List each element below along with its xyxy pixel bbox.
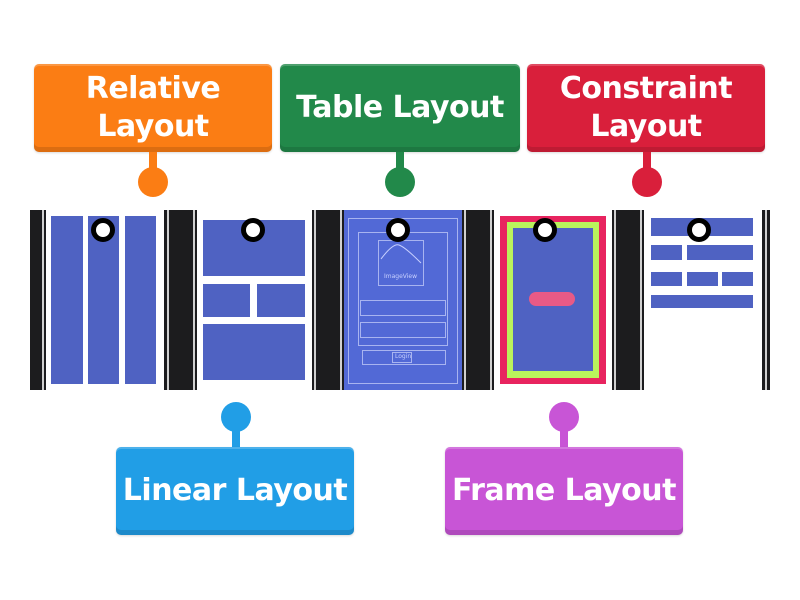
login-text: Login <box>395 353 412 360</box>
drop-target-2[interactable] <box>241 218 265 242</box>
label-table-text: Table Layout <box>296 90 504 125</box>
frame-pill-button <box>529 292 575 306</box>
frame-stem <box>560 425 568 449</box>
constraint-stem <box>643 152 651 174</box>
phone-edge <box>614 210 616 390</box>
label-frame-layout[interactable]: Frame Layout <box>445 447 683 535</box>
row-block <box>651 272 682 286</box>
phone-edge <box>490 210 492 390</box>
label-constraint-line1: Constraint <box>559 71 733 106</box>
row-block <box>651 295 753 308</box>
row-block <box>722 272 753 286</box>
imageview-box: ImageView <box>378 240 424 286</box>
drop-target-1[interactable] <box>91 218 115 242</box>
label-relative-line1: Relative <box>85 71 221 106</box>
phone-edge <box>640 210 642 390</box>
label-linear-layout[interactable]: Linear Layout <box>116 447 354 535</box>
phone-edge <box>765 210 767 390</box>
panel-blueprint: ImageView Login <box>344 210 462 390</box>
row-block <box>651 245 682 260</box>
constraint-pin[interactable] <box>632 167 662 197</box>
relative-stem <box>149 152 157 174</box>
label-constraint-line2: Layout <box>590 109 702 144</box>
curve-icon <box>380 244 422 264</box>
login-row <box>362 350 446 365</box>
table-stem <box>396 152 404 174</box>
label-frame-text: Frame Layout <box>452 473 676 508</box>
imageview-text: ImageView <box>384 273 418 280</box>
phone-edge <box>464 210 466 390</box>
linear-stem <box>232 425 240 449</box>
phone-edge <box>193 210 195 390</box>
label-linear-text: Linear Layout <box>122 473 348 508</box>
phone-edge <box>167 210 169 390</box>
column-block <box>125 216 156 384</box>
phone-edge <box>314 210 316 390</box>
label-relative-line2: Layout <box>97 109 209 144</box>
drop-target-3[interactable] <box>386 218 410 242</box>
mid-right-block <box>257 284 305 317</box>
label-table-layout[interactable]: Table Layout <box>280 64 520 152</box>
column-block <box>51 216 83 384</box>
panel-frame <box>494 210 612 390</box>
phone-edge <box>340 210 342 390</box>
relative-pin[interactable] <box>138 167 168 197</box>
input-field-2 <box>360 322 446 338</box>
drop-target-4[interactable] <box>533 218 557 242</box>
drop-target-5[interactable] <box>687 218 711 242</box>
bottom-block <box>203 324 305 380</box>
table-pin[interactable] <box>385 167 415 197</box>
label-relative-layout[interactable]: Relative Layout <box>34 64 272 152</box>
login-button: Login <box>392 352 412 363</box>
phone-edge <box>42 210 44 390</box>
label-constraint-layout[interactable]: Constraint Layout <box>527 64 765 152</box>
input-field-1 <box>360 300 446 316</box>
mid-left-block <box>203 284 250 317</box>
column-block <box>88 216 119 384</box>
row-block <box>687 245 753 260</box>
row-block <box>687 272 718 286</box>
